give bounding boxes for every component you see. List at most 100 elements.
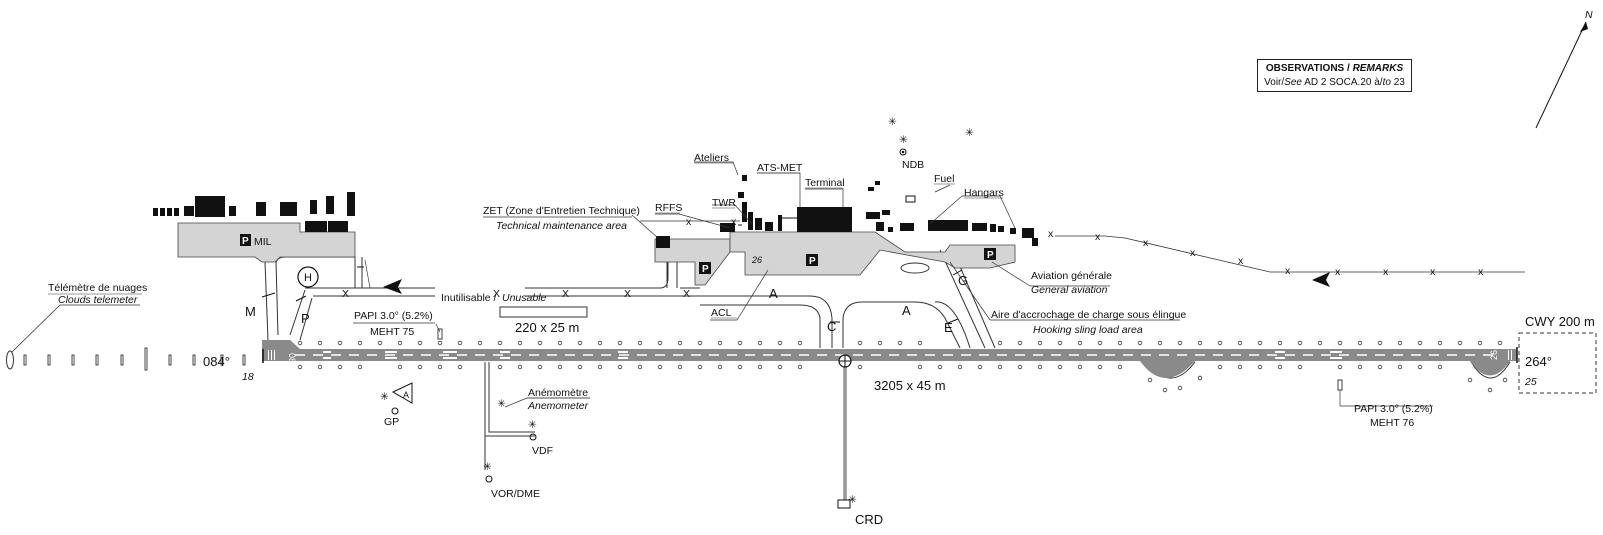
svg-text:X: X xyxy=(624,288,631,300)
svg-text:✳: ✳ xyxy=(497,398,506,410)
clearway-label: CWY 200 m xyxy=(1525,314,1595,329)
runway-08-designator: 08 xyxy=(287,353,297,363)
svg-text:x: x xyxy=(1143,237,1149,249)
remarks-see: See xyxy=(1284,77,1302,88)
remarks-voir: Voir/ xyxy=(1264,77,1285,88)
acl-label: ACL xyxy=(711,307,732,319)
fuel-icon xyxy=(905,195,916,203)
svg-text:x: x xyxy=(1478,266,1484,278)
stand-26-label: 26 xyxy=(751,255,762,265)
anemometer-label-fr: Anémomètre xyxy=(528,387,588,399)
remarks-to: to xyxy=(1382,77,1391,88)
papi-east-label: PAPI 3.0° (5.2%) xyxy=(1354,403,1433,415)
twy-g-label: G xyxy=(958,273,968,288)
vdf-label: VDF xyxy=(532,445,553,457)
svg-text:x: x xyxy=(1285,265,1291,277)
svg-text:✳: ✳ xyxy=(483,461,492,473)
svg-text:x: x xyxy=(1048,228,1054,240)
fuel-label: Fuel xyxy=(934,173,954,185)
twy-e-label: E xyxy=(944,320,953,335)
cloud-telemeter-label: Télémètre de nuages xyxy=(48,282,147,294)
svg-text:x: x xyxy=(1383,266,1389,278)
hangars-label: Hangars xyxy=(964,187,1004,199)
sling-label-fr: Aire d'accrochage de charge sous élingue xyxy=(991,309,1186,321)
remarks-box: OBSERVATIONS / REMARKS Voir/See AD 2 SOC… xyxy=(1257,59,1412,92)
svg-text:x: x xyxy=(1430,266,1436,278)
runway-26-designator: 26 xyxy=(1489,350,1499,360)
meht-east-label: MEHT 76 xyxy=(1370,417,1414,429)
svg-text:x: x xyxy=(686,216,692,228)
gp-triangle-icon xyxy=(391,382,413,404)
cloud-telemeter-label-en: Clouds telemeter xyxy=(58,294,138,306)
mil-label: MIL xyxy=(254,236,272,248)
unusable-label-en: Unusable xyxy=(502,292,547,304)
ndb-label: NDB xyxy=(902,159,924,171)
svg-text:✳: ✳ xyxy=(965,127,974,139)
fence xyxy=(1055,235,1525,273)
unusable-dimensions: 220 x 25 m xyxy=(515,320,579,335)
svg-text:x: x xyxy=(1190,247,1196,259)
twr-label: TWR xyxy=(712,197,736,209)
approach-lights xyxy=(23,347,246,371)
remarks-end: 23 xyxy=(1390,77,1405,88)
helipad-icon xyxy=(297,266,319,288)
svg-text:X: X xyxy=(342,288,349,300)
helipad-label: H xyxy=(304,272,312,284)
twy-p-label: P xyxy=(301,311,310,326)
rffs-label: RFFS xyxy=(655,202,682,214)
north-arrow xyxy=(1535,21,1587,129)
zet-label-fr: ZET (Zone d'Entretien Technique) xyxy=(483,205,640,217)
svg-text:✳: ✳ xyxy=(848,494,857,506)
parking-ga-icon: P xyxy=(987,250,994,261)
svg-text:✳: ✳ xyxy=(899,134,908,146)
unusable-label-fr: Inutilisable / xyxy=(441,292,497,304)
windsock-icon xyxy=(383,279,402,294)
twy-c-label: C xyxy=(827,319,836,334)
threshold-18-label: 18 xyxy=(242,371,254,383)
twy-a-label-2: A xyxy=(902,303,911,318)
svg-text:x: x xyxy=(731,216,737,228)
ga-label-en: General aviation xyxy=(1031,284,1108,296)
terminal-label: Terminal xyxy=(805,177,845,189)
parking-terminal-icon: P xyxy=(809,256,816,267)
remarks-ref: AD 2 SOCA.20 à/ xyxy=(1301,77,1383,88)
twy-m-label: M xyxy=(245,304,256,319)
svg-text:x: x xyxy=(1095,231,1101,243)
ga-label-fr: Aviation générale xyxy=(1031,270,1112,282)
svg-text:✳: ✳ xyxy=(380,391,389,403)
heading-264-label: 264° xyxy=(1525,354,1552,369)
remarks-title-en: REMARKS xyxy=(1352,63,1404,74)
svg-text:X: X xyxy=(562,288,569,300)
obstacle-icons: ✳✳✳ ✳✳✳ ✳✳ xyxy=(380,116,974,506)
twy-a-label-1: A xyxy=(769,286,778,301)
vordme-label: VOR/DME xyxy=(491,488,540,500)
parking-mil-icon: P xyxy=(242,236,249,247)
svg-text:X: X xyxy=(683,288,690,300)
svg-text:X: X xyxy=(493,288,500,300)
gp-a-label: A xyxy=(403,390,409,400)
svg-text:✳: ✳ xyxy=(888,116,897,128)
svg-text:x: x xyxy=(1335,266,1341,278)
crd-label: CRD xyxy=(855,512,883,527)
runway-edge-lights xyxy=(297,340,1508,393)
meht-west-label: MEHT 75 xyxy=(370,326,414,338)
cloud-telemeter-icon xyxy=(6,350,14,370)
remarks-title-fr: OBSERVATIONS / xyxy=(1265,63,1350,74)
threshold-25-label: 25 xyxy=(1524,376,1537,388)
svg-text:x: x xyxy=(1238,255,1244,267)
zet-label-en: Technical maintenance area xyxy=(496,220,627,232)
heading-084-label: 084° xyxy=(203,354,230,369)
runway-dimensions: 3205 x 45 m xyxy=(874,378,946,393)
ndb-icon xyxy=(899,148,907,156)
ateliers-label: Ateliers xyxy=(694,152,729,164)
atsmet-label: ATS-MET xyxy=(757,162,803,174)
north-label: N xyxy=(1585,9,1593,21)
svg-text:✳: ✳ xyxy=(528,419,537,431)
sling-label-en: Hooking sling load area xyxy=(1033,324,1143,336)
parking-zet-icon: P xyxy=(702,264,709,275)
gp-label: GP xyxy=(384,416,399,428)
anemometer-label-en: Anemometer xyxy=(527,400,589,412)
papi-west-label: PAPI 3.0° (5.2%) xyxy=(354,310,433,322)
